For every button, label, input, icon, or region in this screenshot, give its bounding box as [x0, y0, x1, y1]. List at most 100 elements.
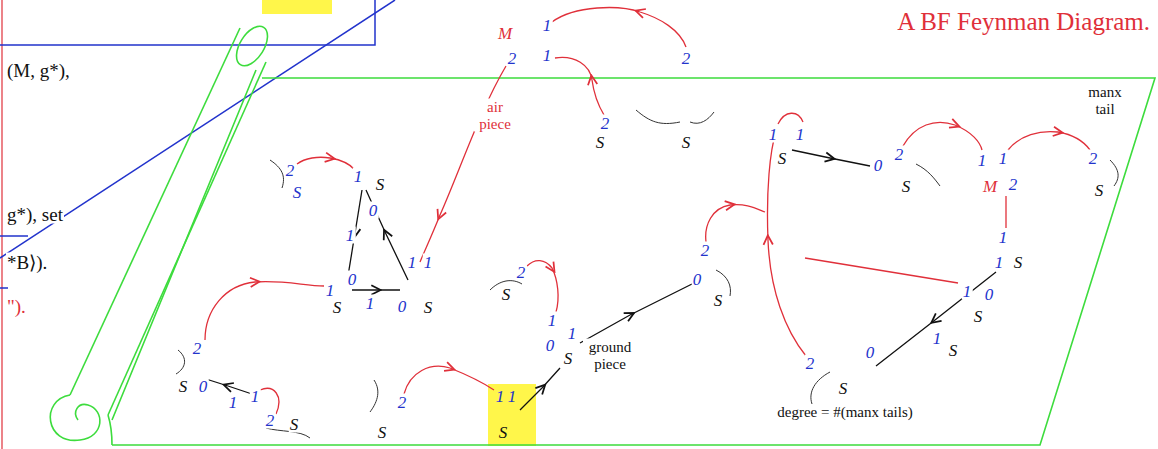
air-edge: [205, 282, 324, 340]
vertex-label: S: [713, 292, 724, 309]
air-edge: [706, 205, 765, 242]
vertex-label: S: [375, 176, 386, 193]
edge-end-number: 2: [507, 50, 518, 67]
vertex-label: S: [289, 416, 300, 433]
vertex-label: S: [948, 342, 959, 359]
edge-end-number: 1: [795, 126, 806, 143]
edge-end-number: 2: [192, 340, 203, 357]
air-edge: [297, 157, 355, 170]
air-edge: [260, 388, 279, 414]
edge-end-number: 0: [865, 344, 876, 361]
air-edge: [404, 366, 494, 394]
tail: [176, 350, 185, 374]
vertex-label: S: [777, 150, 788, 167]
edge-end-number: 0: [692, 271, 703, 288]
tails: [176, 110, 1118, 438]
edge-end-number: 2: [681, 50, 692, 67]
edge-end-number: 0: [368, 202, 379, 219]
edge-end-number: 2: [700, 242, 711, 259]
vertex-label: S: [563, 350, 574, 367]
margin-line: [1, 0, 2, 449]
edge-end-number: 1: [977, 152, 988, 169]
ground-sheet: [50, 21, 1155, 445]
highlight: [488, 384, 536, 446]
slide-box-line: [0, 0, 395, 258]
ground-edge: [580, 284, 692, 343]
ground-edge: [876, 272, 996, 366]
vertex-label: S: [838, 380, 849, 397]
edge-end-number: 1: [228, 394, 239, 411]
edge-end-number: 2: [516, 264, 527, 281]
edge-end-number: 1: [423, 254, 434, 271]
edge-end-number: 0: [347, 271, 358, 288]
air-edge: [1005, 196, 1006, 228]
edge-end-number: 1: [407, 254, 418, 271]
tail: [916, 164, 940, 186]
ground-sheet-outline: [112, 78, 1155, 445]
ground-edge: [352, 289, 400, 290]
vertex-label: S: [501, 286, 512, 303]
vertex-label: S: [901, 178, 912, 195]
vertex-label: S: [292, 184, 303, 201]
edge-end-number: 1: [932, 330, 943, 347]
highlight: [262, 0, 332, 14]
edge-end-number: 0: [984, 286, 995, 303]
edge-end-number: 1: [495, 388, 506, 405]
edge-end-number: 1: [507, 388, 518, 405]
air-edge: [767, 132, 806, 356]
diagram-title: A BF Feynman Diagram.: [897, 8, 1150, 36]
scroll-edge: [70, 28, 240, 395]
air-edge: [778, 113, 803, 124]
slide-text: *B⟩).: [6, 253, 48, 272]
air-edge: [805, 258, 958, 283]
slide-text: (M, g*),: [6, 61, 71, 80]
edge-end-number: 1: [962, 283, 973, 300]
edge-end-number: 0: [198, 378, 209, 395]
ground-pieces: [206, 150, 996, 410]
edge-end-number: 1: [542, 47, 553, 64]
edge-end-number: 1: [998, 150, 1009, 167]
air-edge: [552, 8, 686, 47]
air-edge: [903, 122, 982, 150]
edge-end-number: 1: [768, 126, 779, 143]
vertex-label: M: [497, 25, 513, 42]
edge-end-number: 2: [600, 115, 611, 132]
slide-text: ").: [6, 297, 27, 316]
edge-end-number: 2: [894, 146, 905, 163]
piece-label: ground piece: [583, 339, 637, 372]
edge-end-number: 2: [397, 394, 408, 411]
air-edge: [555, 57, 604, 115]
note-label: degree = #(manx tails): [776, 405, 914, 420]
ground-edge: [520, 368, 560, 410]
edge-end-number: 2: [285, 162, 296, 179]
ground-edge: [366, 190, 408, 280]
edge-end-number: 1: [345, 227, 356, 244]
edge-end-number: 2: [1088, 150, 1099, 167]
edge-end-number: 1: [994, 254, 1005, 271]
vertex-label: S: [1094, 182, 1105, 199]
air-edge: [420, 66, 506, 262]
piece-label: manx tail: [1078, 84, 1132, 117]
vertex-label: S: [681, 134, 692, 151]
edge-end-number: 0: [545, 337, 556, 354]
vertex-label: S: [377, 424, 388, 441]
vertex-label: S: [1013, 254, 1024, 271]
edge-end-number: 2: [805, 355, 816, 372]
edge-end-number: 1: [547, 312, 558, 329]
edge-end-number: 1: [542, 17, 553, 34]
vertex-label: S: [973, 308, 984, 325]
edge-end-number: 1: [998, 229, 1009, 246]
edge-end-number: 1: [250, 388, 261, 405]
scroll-edge: [108, 415, 112, 445]
vertex-label: S: [423, 299, 434, 316]
vertex-label: S: [498, 424, 509, 441]
air-edge: [1008, 132, 1090, 150]
scroll-edge: [112, 70, 300, 420]
vertex-label: S: [595, 134, 606, 151]
edge-end-number: 1: [353, 168, 364, 185]
air-edge: [527, 261, 558, 312]
tail: [811, 372, 830, 404]
